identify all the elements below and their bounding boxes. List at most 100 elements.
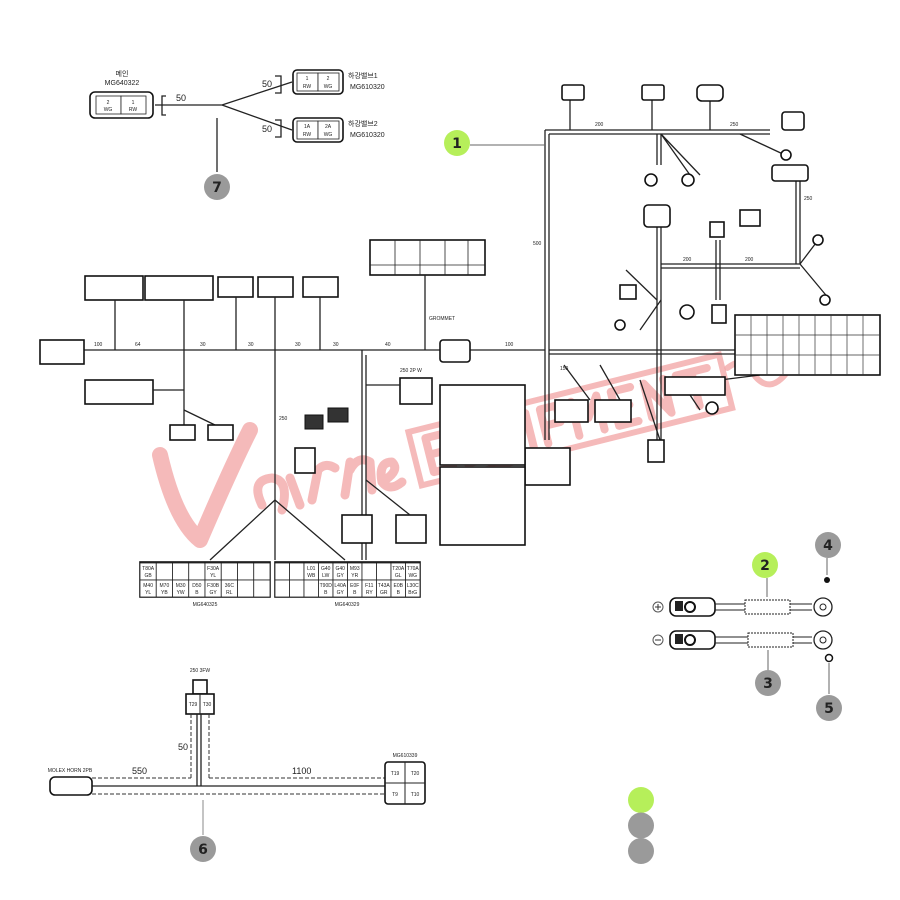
pin-label: WB — [307, 573, 316, 579]
pin-label: L30C — [407, 583, 419, 589]
length-label: 50 — [176, 93, 186, 103]
connector[interactable] — [84, 379, 154, 405]
pin-label: T43A — [378, 583, 391, 589]
callout-4[interactable]: 4 — [815, 532, 841, 558]
connector[interactable] — [647, 439, 665, 463]
callout-circle — [190, 836, 216, 862]
connector[interactable] — [217, 276, 254, 298]
sensor — [780, 149, 792, 161]
pin-color: WG — [104, 107, 113, 113]
connector[interactable] — [641, 84, 665, 101]
callout-3[interactable]: 3 — [755, 670, 781, 696]
connector[interactable] — [619, 284, 637, 300]
large-connector[interactable] — [734, 314, 881, 376]
pin-label: M70 — [160, 583, 170, 589]
pin-label: T70A — [407, 566, 420, 572]
connector-cell — [237, 579, 255, 598]
sensor — [614, 319, 626, 331]
connector[interactable] — [84, 275, 144, 301]
callout-7[interactable]: 7 — [204, 174, 230, 200]
main-connector-part: MG640322 — [105, 80, 140, 87]
branch1-connector[interactable]: 1 RW 2 WG — [292, 69, 344, 95]
grommet-label: GROMMET — [429, 316, 455, 322]
connector-block[interactable] — [369, 239, 486, 276]
length-label: 64 — [135, 342, 141, 348]
grommet — [439, 339, 471, 363]
connector-cell — [155, 562, 173, 581]
battery-cable-positive[interactable] — [652, 597, 833, 617]
connector[interactable] — [696, 84, 724, 102]
connector-cell — [220, 562, 238, 581]
callout-circle — [816, 695, 842, 721]
callout-number: 5 — [824, 701, 834, 717]
connector[interactable] — [399, 377, 433, 405]
connector[interactable] — [294, 447, 316, 474]
connector[interactable] — [144, 275, 214, 301]
connector[interactable] — [711, 304, 727, 324]
bottom-connector-right[interactable]: L01WBG40LWG40GYM93YRT20AGLT70AWGT90DBL40… — [274, 561, 421, 608]
main-connector[interactable]: 2 WG 1 RW — [89, 91, 154, 119]
top-connector-label: 250 3FW — [190, 668, 211, 674]
connector[interactable] — [169, 424, 196, 441]
connector[interactable] — [739, 209, 761, 227]
connector[interactable] — [781, 111, 805, 131]
pin-label: B — [324, 590, 328, 596]
connector[interactable] — [302, 276, 339, 298]
pin-label: T30 — [203, 702, 212, 708]
fuse-box[interactable] — [439, 384, 526, 546]
connector-cell — [361, 562, 377, 581]
length-label: 200 — [683, 257, 692, 263]
main-connector-name: 메인 — [116, 69, 129, 78]
legend-dot[interactable] — [628, 838, 654, 864]
connector[interactable] — [257, 276, 294, 298]
connector-cell — [405, 579, 421, 598]
connector[interactable] — [341, 514, 373, 544]
pin-num: 1A — [304, 124, 311, 130]
callout-number: 7 — [212, 180, 222, 196]
callout-circle — [444, 130, 470, 156]
connector[interactable] — [561, 84, 585, 101]
pin-label: GL — [395, 573, 402, 579]
connector[interactable] — [771, 164, 809, 182]
battery-cable-negative[interactable] — [652, 630, 833, 650]
callout-circle — [815, 532, 841, 558]
legend-dot[interactable] — [628, 812, 654, 839]
connector[interactable] — [709, 221, 725, 238]
callout-circle — [755, 670, 781, 696]
length-label: 250 — [279, 416, 288, 422]
pin-num: 1 — [306, 76, 309, 82]
callout-6[interactable]: 6 — [190, 836, 216, 862]
length-label: 200 — [745, 257, 754, 263]
connector[interactable] — [664, 376, 726, 396]
callout-2[interactable]: 2 — [752, 552, 778, 578]
pin-label: F11 — [365, 583, 373, 589]
bottom-connector-left[interactable]: T80AGBF30AYLM40YLM70YBM30YWD50BF30BGY36C… — [139, 561, 271, 608]
connector[interactable] — [524, 447, 571, 486]
connector[interactable] — [643, 204, 671, 228]
pin-num: 2 — [107, 100, 110, 106]
connector-pair[interactable] — [554, 399, 632, 423]
horn-connector[interactable] — [49, 776, 93, 796]
connector[interactable] — [327, 407, 349, 423]
right-connector[interactable]: T19 T20 T9 T10 — [384, 761, 426, 805]
legend-dot[interactable] — [628, 787, 654, 813]
callout-1[interactable]: 1 — [444, 130, 470, 156]
top-connector[interactable]: T29 T30 — [185, 679, 215, 715]
length-label: 30 — [333, 342, 339, 348]
connector[interactable] — [304, 414, 324, 430]
length-label: 1100 — [292, 766, 311, 776]
pin-label: T19 — [391, 771, 400, 777]
connector[interactable] — [207, 424, 234, 441]
pin-color: RW — [303, 84, 312, 90]
pin-label: M30 — [176, 583, 186, 589]
length-label: 40 — [385, 342, 391, 348]
connector[interactable] — [39, 339, 85, 365]
pin-label: T90D — [320, 583, 333, 589]
branch2-connector[interactable]: 1A RW 2A WG — [292, 117, 344, 143]
pin-label: 36C — [225, 583, 235, 589]
connector[interactable] — [395, 514, 427, 544]
pin-label: D50 — [192, 583, 201, 589]
callout-5[interactable]: 5 — [816, 695, 842, 721]
pin-label: F30B — [207, 583, 220, 589]
